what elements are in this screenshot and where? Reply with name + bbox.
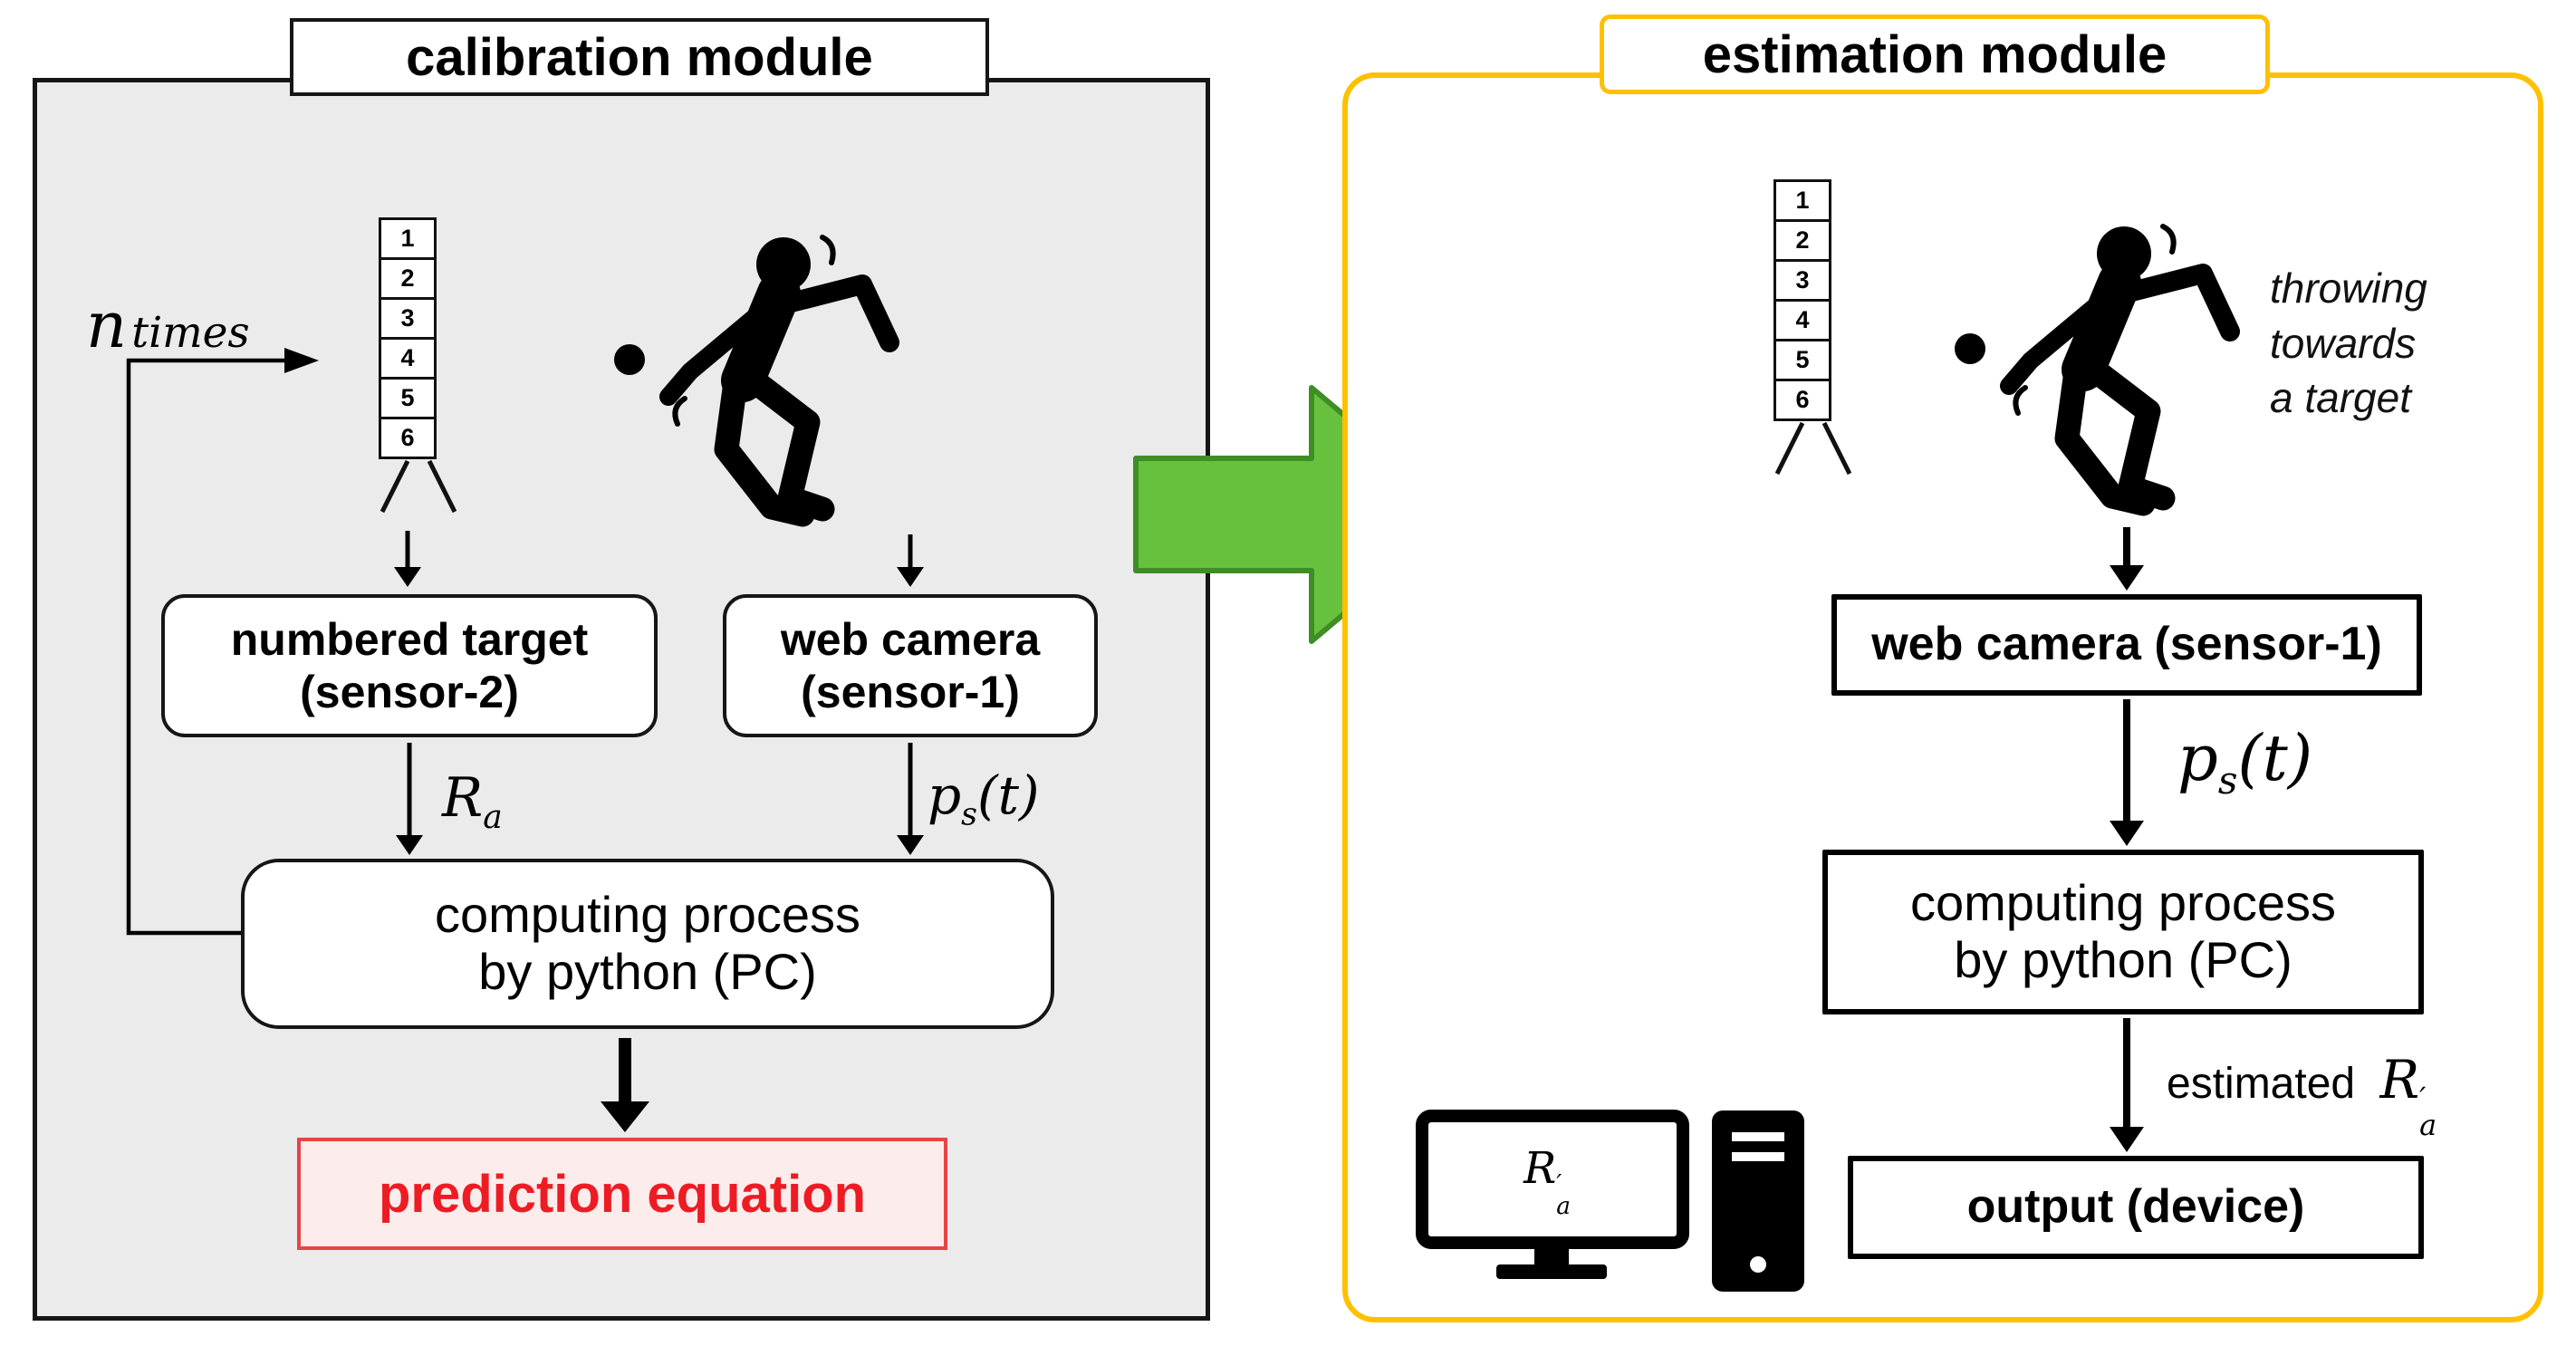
output-label: output (device) bbox=[1966, 1180, 2305, 1234]
numbered-target-icon: 1 2 3 4 5 6 bbox=[373, 217, 457, 515]
estimation-title-box: estimation module bbox=[1600, 14, 2270, 94]
prediction-box: prediction equation bbox=[297, 1138, 947, 1250]
arrow-target-to-sensor2 bbox=[392, 531, 423, 587]
target-cell: 1 bbox=[379, 217, 437, 260]
person-throwing-icon bbox=[614, 235, 899, 527]
target-cell: 4 bbox=[379, 337, 437, 380]
target-cell: 5 bbox=[1773, 339, 1831, 381]
sensor2-line2: (sensor-2) bbox=[300, 667, 519, 717]
webcam-box: web camera (sensor-1) bbox=[1831, 594, 2422, 696]
loop-times: times bbox=[131, 308, 250, 358]
webcam-label: web camera (sensor-1) bbox=[1871, 618, 2382, 671]
calibration-title: calibration module bbox=[406, 27, 873, 87]
estimated-ra-label: estimated R′a bbox=[2167, 1049, 2437, 1143]
loop-arrow-icon bbox=[126, 348, 319, 936]
estimated-text: estimated bbox=[2167, 1060, 2356, 1108]
computing-left-line2: by python (PC) bbox=[478, 943, 817, 1000]
throwing-note-line2: towards bbox=[2270, 319, 2417, 367]
sensor2-line1: numbered target bbox=[230, 614, 589, 665]
output-box: output (device) bbox=[1848, 1156, 2424, 1259]
target-cell: 6 bbox=[1773, 379, 1831, 421]
calibration-title-box: calibration module bbox=[290, 18, 989, 96]
monitor-ra-label: R′a bbox=[1523, 1143, 1571, 1221]
loop-label: n times bbox=[86, 288, 250, 362]
throwing-note: throwing towards a target bbox=[2270, 261, 2523, 426]
ball-icon bbox=[1955, 333, 1985, 364]
target-cell: 2 bbox=[379, 257, 437, 300]
arrow-computing-to-output bbox=[2110, 1018, 2144, 1152]
target-cell: 3 bbox=[1773, 259, 1831, 302]
target-cell: 3 bbox=[379, 297, 437, 340]
throwing-note-line1: throwing bbox=[2270, 264, 2427, 312]
target-cell: 6 bbox=[379, 417, 437, 459]
computer-icon bbox=[1416, 1110, 1804, 1292]
sensor1-line1: web camera bbox=[780, 614, 1041, 665]
computing-box-right: computing process by python (PC) bbox=[1822, 850, 2424, 1014]
target-cell: 5 bbox=[379, 377, 437, 419]
computing-left-line1: computing process bbox=[434, 886, 860, 944]
loop-n: n bbox=[86, 288, 128, 362]
person-throwing-icon-right bbox=[1955, 224, 2240, 516]
computing-right-line1: computing process bbox=[1909, 874, 2336, 932]
arrow-sensor2-to-computing bbox=[394, 743, 425, 855]
numbered-target-icon-right: 1 2 3 4 5 6 bbox=[1768, 179, 1852, 477]
arrow-computing-to-prediction bbox=[598, 1038, 652, 1132]
ball-icon bbox=[614, 344, 645, 375]
throwing-note-line3: a target bbox=[2270, 374, 2411, 422]
target-cell: 4 bbox=[1773, 299, 1831, 341]
target-legs-icon bbox=[380, 459, 457, 514]
sensor2-box: numbered target (sensor-2) bbox=[161, 594, 658, 737]
arrow-webcam-to-computing bbox=[2110, 699, 2144, 846]
sensor1-box: web camera (sensor-1) bbox=[723, 594, 1098, 737]
arrow-sensor1-to-computing bbox=[895, 743, 926, 855]
estimation-title: estimation module bbox=[1702, 24, 2167, 84]
target-legs-icon bbox=[1774, 421, 1852, 476]
ra-label: Ra bbox=[442, 766, 503, 836]
estimated-ra-math: R′a bbox=[2379, 1049, 2437, 1143]
computing-box-left: computing process by python (PC) bbox=[241, 859, 1054, 1029]
ps-label: ps(t) bbox=[928, 764, 1040, 833]
target-cell: 2 bbox=[1773, 219, 1831, 262]
sensor1-line2: (sensor-1) bbox=[801, 667, 1020, 717]
target-cell: 1 bbox=[1773, 179, 1831, 222]
ps-label-right: ps(t) bbox=[2177, 721, 2313, 803]
prediction-label: prediction equation bbox=[378, 1164, 867, 1224]
computing-right-line2: by python (PC) bbox=[1954, 931, 2292, 988]
arrow-person-to-sensor1 bbox=[895, 534, 926, 587]
arrow-person-to-webcam bbox=[2110, 527, 2144, 591]
